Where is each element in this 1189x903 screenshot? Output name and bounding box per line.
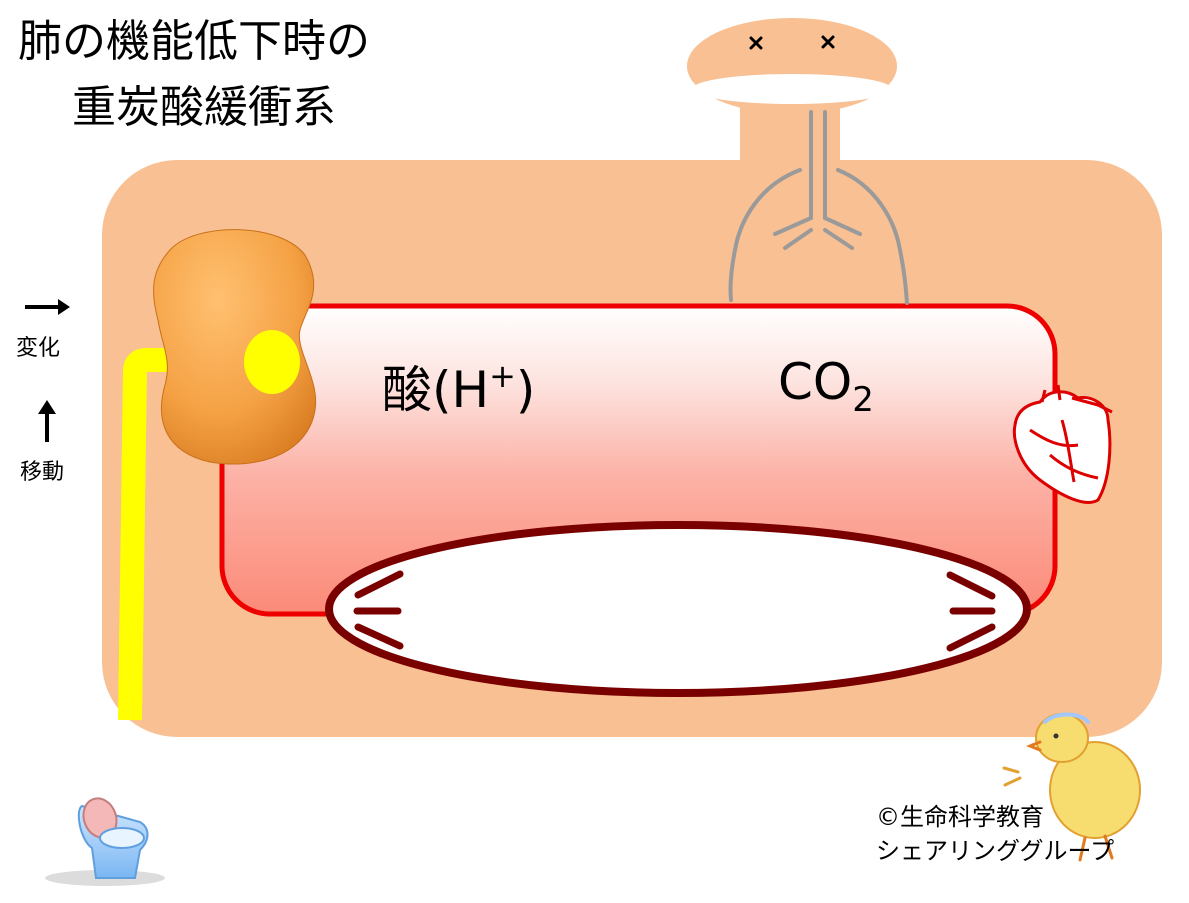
head-icon [687,18,897,114]
co2-subscript: 2 [852,380,874,420]
acid-close: ) [516,361,536,419]
right-arrow-icon [25,299,70,315]
title-line1: 肺の機能低下時の [18,14,370,70]
acid-text: 酸(H [382,361,489,419]
credit-line1: ©生命科学教育 [876,800,1114,834]
credit-line2: シェアリンググループ [876,834,1114,868]
title-line2: 重炭酸緩衝系 [72,80,336,136]
up-arrow-icon [38,400,56,442]
acid-label: 酸(H+) [382,344,535,422]
kidney-icon [154,230,316,464]
acid-plus: + [489,357,516,395]
circulation-loop [329,525,1027,693]
toilet-icon [45,794,165,886]
co2-text: CO [778,353,852,411]
legend-change-label: 変化 [16,330,60,362]
credit: ©生命科学教育 シェアリンググループ [876,800,1114,868]
co2-label: CO2 [778,350,874,432]
legend-move-label: 移動 [20,454,64,486]
